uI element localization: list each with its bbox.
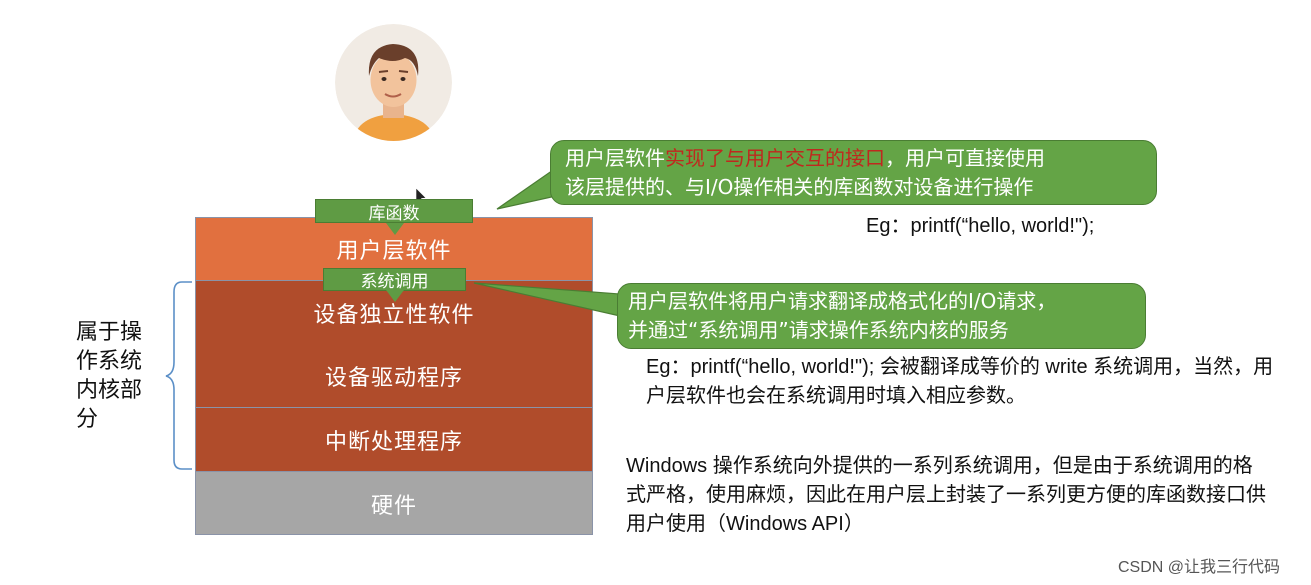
library-function-tag-label: 库函数 <box>368 203 420 224</box>
callout1-prefix: 用户层软件 <box>565 146 665 170</box>
library-function-down-arrow <box>386 223 404 235</box>
kernel-part-label: 属于操作系统内核部分 <box>76 320 143 432</box>
watermark: CSDN @让我三行代码 <box>1118 559 1281 576</box>
layer-device-driver-label: 设备驱动程序 <box>324 365 463 391</box>
system-call-tag-label: 系统调用 <box>360 272 429 292</box>
user-layer-callout-line2: 该层提供的、与I/O操作相关的库函数对设备进行操作 <box>565 175 1034 199</box>
layer-user-software-label: 用户层软件 <box>336 238 452 264</box>
windows-api-note: Windows 操作系统向外提供的一系列系统调用，但是由于系统调用的格式严格，使… <box>626 455 1266 535</box>
callout1-highlight: 实现了与用户交互的接口 <box>665 146 885 170</box>
system-call-down-arrow <box>386 290 404 302</box>
layer-interrupt-handler-label: 中断处理程序 <box>324 429 463 455</box>
layer-device-driver: 设备驱动程序 <box>195 344 593 407</box>
write-syscall-note: Eg：printf(“hello, world!"); 会被翻译成等价的 wri… <box>646 356 1274 407</box>
system-call-callout-line1: 用户层软件将用户请求翻译成格式化的I/O请求， <box>628 289 1057 313</box>
system-call-callout: 用户层软件将用户请求翻译成格式化的I/O请求， 并通过“系统调用”请求操作系统内… <box>617 283 1146 349</box>
user-avatar <box>335 24 452 141</box>
user-layer-callout: 用户层软件实现了与用户交互的接口，用户可直接使用 该层提供的、与I/O操作相关的… <box>550 140 1157 205</box>
system-call-callout-line2: 并通过“系统调用”请求操作系统内核的服务 <box>628 318 1009 342</box>
layer-hardware-label: 硬件 <box>370 493 417 519</box>
layer-device-independent-label: 设备独立性软件 <box>313 302 475 328</box>
layer-interrupt-handler: 中断处理程序 <box>195 407 593 471</box>
printf-example: Eg：printf(“hello, world!"); <box>866 215 1095 237</box>
callout1-suffix: ，用户可直接使用 <box>885 146 1045 170</box>
library-function-tag: 库函数 <box>315 199 473 224</box>
system-call-tag: 系统调用 <box>323 268 466 292</box>
user-layer-callout-line1: 用户层软件实现了与用户交互的接口，用户可直接使用 <box>565 144 1156 173</box>
layer-hardware: 硬件 <box>195 471 593 535</box>
